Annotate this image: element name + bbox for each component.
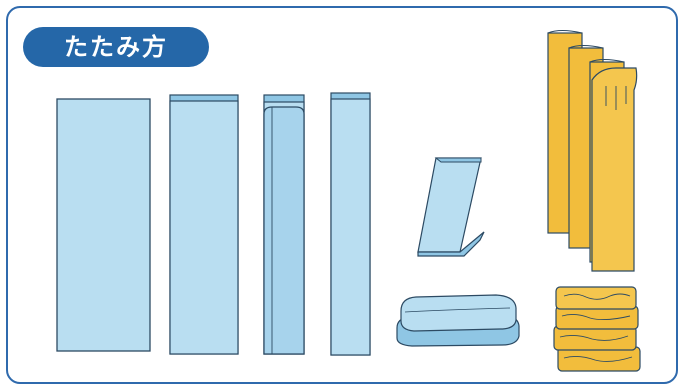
flat-towel-icon: [56, 98, 151, 352]
title-pill-bg: [23, 27, 209, 67]
title-pill-label: たたみ方: [23, 27, 209, 67]
accordion-pleat-icon: [547, 30, 638, 272]
rolled-stack-icon: [553, 286, 641, 372]
folded-stack-towel-icon: [396, 294, 520, 347]
title-text: たたみ方: [64, 33, 168, 61]
tilted-fold-towel-icon: [417, 157, 485, 257]
thirds-folded-towel-icon: [263, 94, 305, 355]
long-strip-towel-icon: [330, 92, 371, 356]
half-folded-towel-icon: [169, 94, 239, 355]
